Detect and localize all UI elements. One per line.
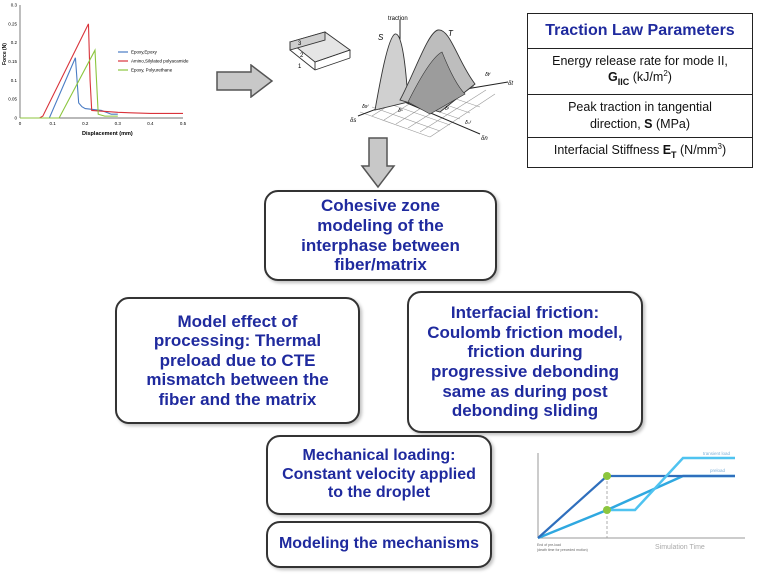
row2-line1: Peak traction in tangential (568, 100, 712, 115)
right-arrow-icon (216, 64, 274, 98)
y-tick-label: 0.1 (11, 78, 18, 83)
traction-law-parameters-table: Traction Law Parameters Energy release r… (527, 13, 753, 168)
x-tick-label: 0.3 (115, 121, 122, 126)
y-tick-label: 0 (14, 116, 17, 121)
small-label-1: δtᶠ (485, 72, 491, 78)
chart-ticks: 0 0.05 0.1 0.15 0.2 0.25 0.3 0 0.1 0.2 0.3 0.4 0.5 (8, 3, 186, 127)
peak-label-t: T (448, 29, 454, 38)
simulation-load-chart: transient load preload Simulation Time E… (537, 451, 745, 552)
transient-load-line-2 (607, 456, 735, 512)
x-tick-label: 0.5 (180, 121, 187, 126)
x-tick-label: 0.4 (147, 121, 154, 126)
row1-line1: Energy release rate for mode II, (552, 53, 728, 68)
table-row-stiffness: Interfacial Stiffness ET (N/mm3) (528, 136, 752, 167)
box-cohesive-zone: Cohesive zone modeling of the interphase… (264, 190, 497, 281)
series-line-2 (20, 23, 183, 119)
box-modeling-mechanisms: Modeling the mechanisms (266, 521, 492, 568)
table-row-peak-traction: Peak traction in tangential direction, S… (528, 94, 752, 137)
small-label-3: δₙᶠ (465, 120, 472, 126)
legend-label: Epoxy, Polyurethane (131, 68, 173, 73)
row3-close: ) (721, 143, 727, 158)
series-line-3 (20, 48, 118, 119)
row1-close: ) (667, 70, 672, 85)
legend-label: Epoxy,Epoxy (131, 50, 158, 55)
y-tick-label: 0.25 (8, 21, 17, 26)
row1-superscript: 2 (663, 69, 668, 79)
small-label-2: δsᶠ (362, 104, 369, 110)
row3-unit: (N/mm (676, 143, 718, 158)
sim-annotation: End of pre-load (537, 543, 561, 547)
node-label-3: 3 (298, 41, 302, 47)
down-arrow-icon (360, 137, 396, 189)
node-label-2: 2 (300, 53, 304, 59)
axis-label-delta-t: δt (508, 81, 513, 87)
sim-axes (537, 453, 745, 539)
node-label-1: 1 (298, 64, 302, 70)
row3-pre: Interfacial Stiffness (553, 143, 663, 158)
series-line-1 (20, 57, 118, 119)
table-row-energy-release: Energy release rate for mode II, GIIC (k… (528, 47, 752, 95)
peak-label-s: S (378, 33, 384, 42)
force-displacement-chart: 0 0.05 0.1 0.15 0.2 0.25 0.3 0 0.1 0.2 0.3 0.4 0.5 E… (2, 3, 189, 138)
x-tick-label: 0 (19, 121, 22, 126)
row1-symbol: G (608, 70, 618, 85)
chart-xlabel: Displacement (mm) (82, 131, 133, 137)
box-interfacial-friction: Interfacial friction: Coulomb friction m… (407, 291, 643, 433)
legend-label: Amino,Silylated polyacamide (131, 59, 189, 64)
row3-subscript: T (671, 149, 677, 160)
traction-surface-s (374, 33, 409, 111)
x-tick-label: 0.1 (49, 121, 56, 126)
box-mechanical-loading: Mechanical loading: Constant velocity ap… (266, 435, 492, 515)
sim-annotation-2: (death time for preceded motion) (537, 548, 588, 552)
sim-xlabel: Simulation Time (655, 544, 705, 551)
chart-lines (20, 23, 183, 119)
row3-superscript: 3 (717, 141, 722, 151)
row2-pre: direction, (589, 117, 645, 132)
x-tick-label: 0.2 (82, 121, 89, 126)
axis-label-delta-n: δn (481, 136, 488, 142)
row1-subscript: IIC (617, 77, 630, 88)
load-start-dot (603, 506, 611, 514)
chart-ylabel: Force (N) (2, 43, 8, 65)
y-tick-label: 0.3 (11, 3, 18, 8)
box-model-processing: Model effect of processing: Thermal prel… (115, 297, 360, 424)
y-tick-label: 0.05 (8, 97, 17, 102)
cohesive-element-sketch (289, 31, 351, 71)
series-label-preload: preload (710, 468, 726, 473)
table-title: Traction Law Parameters (545, 22, 735, 39)
y-tick-label: 0.15 (8, 59, 17, 64)
row3-symbol: E (662, 143, 672, 158)
axis-label-delta-s: δs (350, 118, 356, 124)
traction-law-3d-plot: 3 2 1 traction S T δs δn δt δtᶠ δsᶠ δₙᶠ … (289, 16, 513, 142)
preload-end-dot (603, 472, 611, 480)
small-label-4: δⁿ (398, 108, 403, 114)
small-label-5: δᵗ (445, 106, 450, 112)
traction-surface-shade (407, 51, 466, 115)
series-label-transient: transient load (703, 451, 731, 456)
row2-unit: (MPa) (652, 117, 691, 132)
row2-symbol: S (644, 117, 653, 132)
traction-axis-label: traction (388, 16, 408, 22)
row1-unit: (kJ/m (632, 70, 664, 85)
y-tick-label: 0.2 (11, 40, 18, 45)
